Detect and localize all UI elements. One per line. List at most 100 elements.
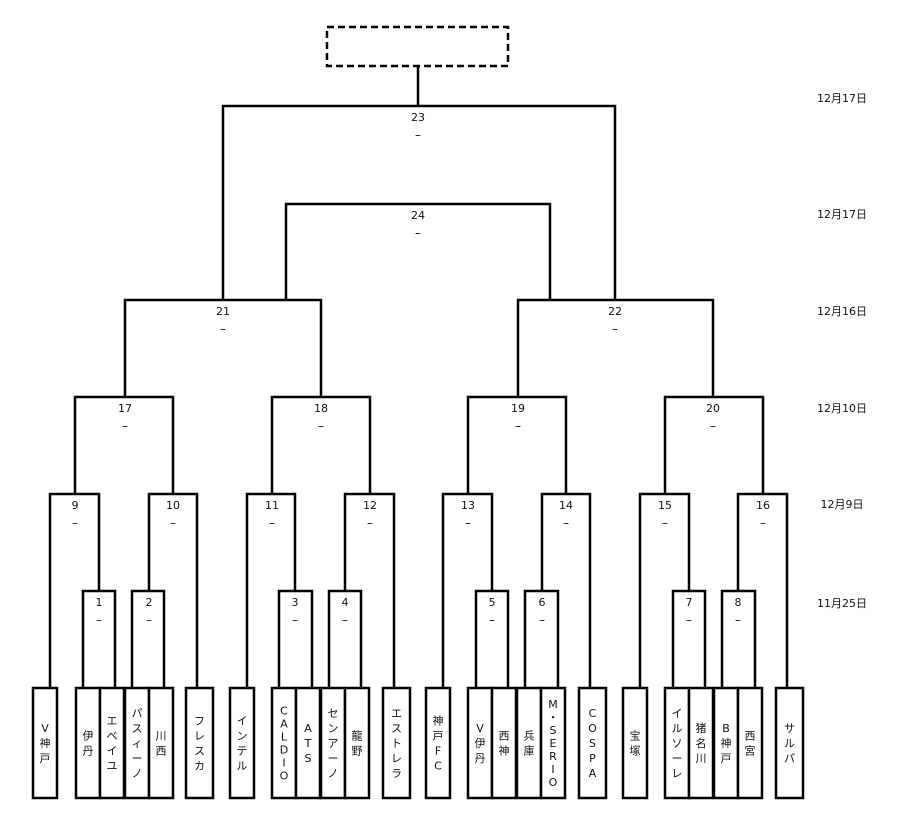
match-13-bracket bbox=[441, 492, 494, 688]
match-score: – bbox=[686, 613, 692, 627]
round-date: 12月17日 bbox=[817, 208, 867, 221]
match-number: 16 bbox=[756, 499, 770, 512]
match-24: 24 – bbox=[411, 209, 425, 240]
team-name: 兵庫 bbox=[524, 730, 535, 758]
match-23-bracket bbox=[221, 104, 617, 300]
match-12-bracket bbox=[343, 492, 396, 688]
match-number: 7 bbox=[686, 596, 693, 609]
team-box: インテル bbox=[228, 686, 256, 800]
match-score: – bbox=[318, 419, 324, 433]
match-5-bracket bbox=[474, 589, 510, 688]
team-box: フレスカ bbox=[184, 686, 215, 800]
team-name: フレスカ bbox=[194, 715, 205, 773]
match-score: – bbox=[72, 516, 78, 530]
round-date: 12月10日 bbox=[817, 402, 867, 415]
match-number: 13 bbox=[461, 499, 475, 512]
match-number: 6 bbox=[539, 596, 546, 609]
match-number: 4 bbox=[342, 596, 349, 609]
match-3: 3– bbox=[292, 596, 299, 627]
team-name: 西神 bbox=[499, 730, 510, 758]
team-box: サルパ bbox=[774, 686, 805, 800]
match-6-bracket bbox=[523, 589, 560, 688]
team-name: 川西 bbox=[156, 730, 167, 758]
match-score: – bbox=[489, 613, 495, 627]
team-box: センアーノ bbox=[319, 686, 347, 800]
match-score: – bbox=[292, 613, 298, 627]
round-date: 12月17日 bbox=[817, 92, 867, 105]
match-score: – bbox=[465, 516, 471, 530]
match-number: 19 bbox=[511, 402, 525, 415]
match-number: 17 bbox=[118, 402, 132, 415]
match-15-bracket bbox=[638, 492, 691, 688]
team-box: 川西 bbox=[147, 686, 175, 800]
team-name: エベイユ bbox=[107, 715, 118, 773]
team-box: 西神 bbox=[490, 686, 518, 800]
match-score: – bbox=[367, 516, 373, 530]
match-5: 5– bbox=[489, 596, 496, 627]
match-16-bracket bbox=[736, 492, 789, 688]
match-9-bracket bbox=[48, 492, 101, 688]
match-4: 4– bbox=[342, 596, 349, 627]
match-20-bracket bbox=[663, 395, 765, 494]
match-number: 18 bbox=[314, 402, 328, 415]
match-number: 8 bbox=[735, 596, 742, 609]
team-box: 猪名川 bbox=[687, 686, 715, 800]
match-11-bracket bbox=[245, 492, 297, 688]
match-score: – bbox=[269, 516, 275, 530]
match-number: 20 bbox=[706, 402, 720, 415]
team-box: 兵庫 bbox=[515, 686, 543, 800]
champion-box bbox=[325, 25, 510, 68]
match-number: 24 bbox=[411, 209, 425, 222]
match-score: – bbox=[760, 516, 766, 530]
team-name: 西宮 bbox=[745, 730, 756, 758]
team-box: 宝塚 bbox=[621, 686, 649, 800]
match-7-bracket bbox=[671, 589, 707, 688]
match-14-bracket bbox=[540, 492, 592, 688]
team-box: エストレラ bbox=[381, 686, 412, 800]
match-10-bracket bbox=[147, 492, 199, 688]
match-number: 12 bbox=[363, 499, 377, 512]
team-name: イルソーレ bbox=[672, 707, 683, 780]
match-score: – bbox=[122, 419, 128, 433]
match-labels: 1–2–3–4–5–6–7–8–9–10–11–12–13–14–15–16–1… bbox=[72, 111, 771, 627]
match-8-bracket bbox=[720, 589, 757, 688]
round-date: 12月9日 bbox=[821, 498, 864, 511]
match-score: – bbox=[415, 226, 421, 240]
match-score: – bbox=[515, 419, 521, 433]
team-box: パスィーノ bbox=[123, 686, 151, 800]
match-score: – bbox=[612, 322, 618, 336]
team-name: 伊丹 bbox=[83, 730, 94, 758]
match-3-bracket bbox=[277, 589, 314, 688]
match-number: 11 bbox=[265, 499, 279, 512]
match-number: 10 bbox=[166, 499, 180, 512]
match-6: 6– bbox=[539, 596, 546, 627]
match-number: 22 bbox=[608, 305, 622, 318]
bracket-lines bbox=[48, 25, 789, 688]
round-date: 11月25日 bbox=[817, 597, 867, 610]
match-14: 14– bbox=[559, 499, 573, 530]
round-date: 12月16日 bbox=[817, 305, 867, 318]
match-number: 23 bbox=[411, 111, 425, 124]
match-22: 22 – bbox=[608, 305, 622, 336]
team-box: 龍野 bbox=[343, 686, 371, 800]
match-16: 16 – bbox=[756, 499, 770, 530]
match-1-bracket bbox=[81, 589, 117, 688]
match-7: 7– bbox=[686, 596, 693, 627]
match-22-bracket bbox=[516, 298, 715, 397]
match-10: 10– bbox=[166, 499, 180, 530]
match-number: 3 bbox=[292, 596, 299, 609]
